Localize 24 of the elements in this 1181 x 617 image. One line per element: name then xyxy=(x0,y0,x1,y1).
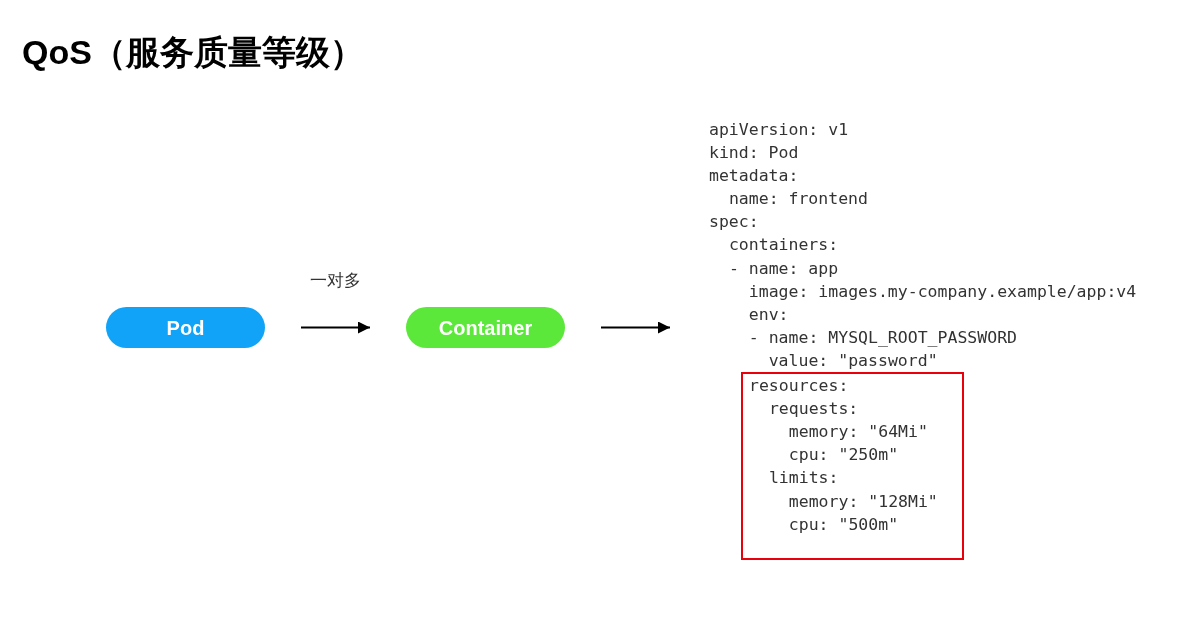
rounded-pill-node: Container xyxy=(406,307,565,348)
code-line: metadata: xyxy=(709,165,799,188)
title: QoS（服务质量等级） xyxy=(22,32,364,72)
code-line: cpu: "250m" xyxy=(788,444,899,467)
rounded-pill-node: Pod xyxy=(106,307,265,348)
code-line: resources: xyxy=(749,375,849,398)
code-line: memory: "64Mi" xyxy=(788,421,928,444)
code-line: name: frontend xyxy=(728,188,868,211)
code-line: env: xyxy=(748,303,789,326)
code-line: kind: Pod xyxy=(709,142,799,165)
arrow xyxy=(300,321,371,334)
code-line: - name: MYSQL_ROOT_PASSWORD xyxy=(748,326,1017,349)
arrow xyxy=(600,321,671,334)
code-line: - name: app xyxy=(728,257,839,280)
code-line: apiVersion: v1 xyxy=(709,119,849,141)
code-line: limits: xyxy=(768,467,839,490)
code-line: memory: "128Mi" xyxy=(788,490,938,513)
code-line: value: "password" xyxy=(768,349,938,372)
highlight-box xyxy=(741,372,964,561)
code-line: image: images.my-company.example/app:v4 xyxy=(748,280,1137,303)
code-line: cpu: "500m" xyxy=(788,513,899,536)
code-line: spec: xyxy=(709,211,759,234)
code-line: requests: xyxy=(768,398,859,421)
code-line: containers: xyxy=(728,234,839,257)
